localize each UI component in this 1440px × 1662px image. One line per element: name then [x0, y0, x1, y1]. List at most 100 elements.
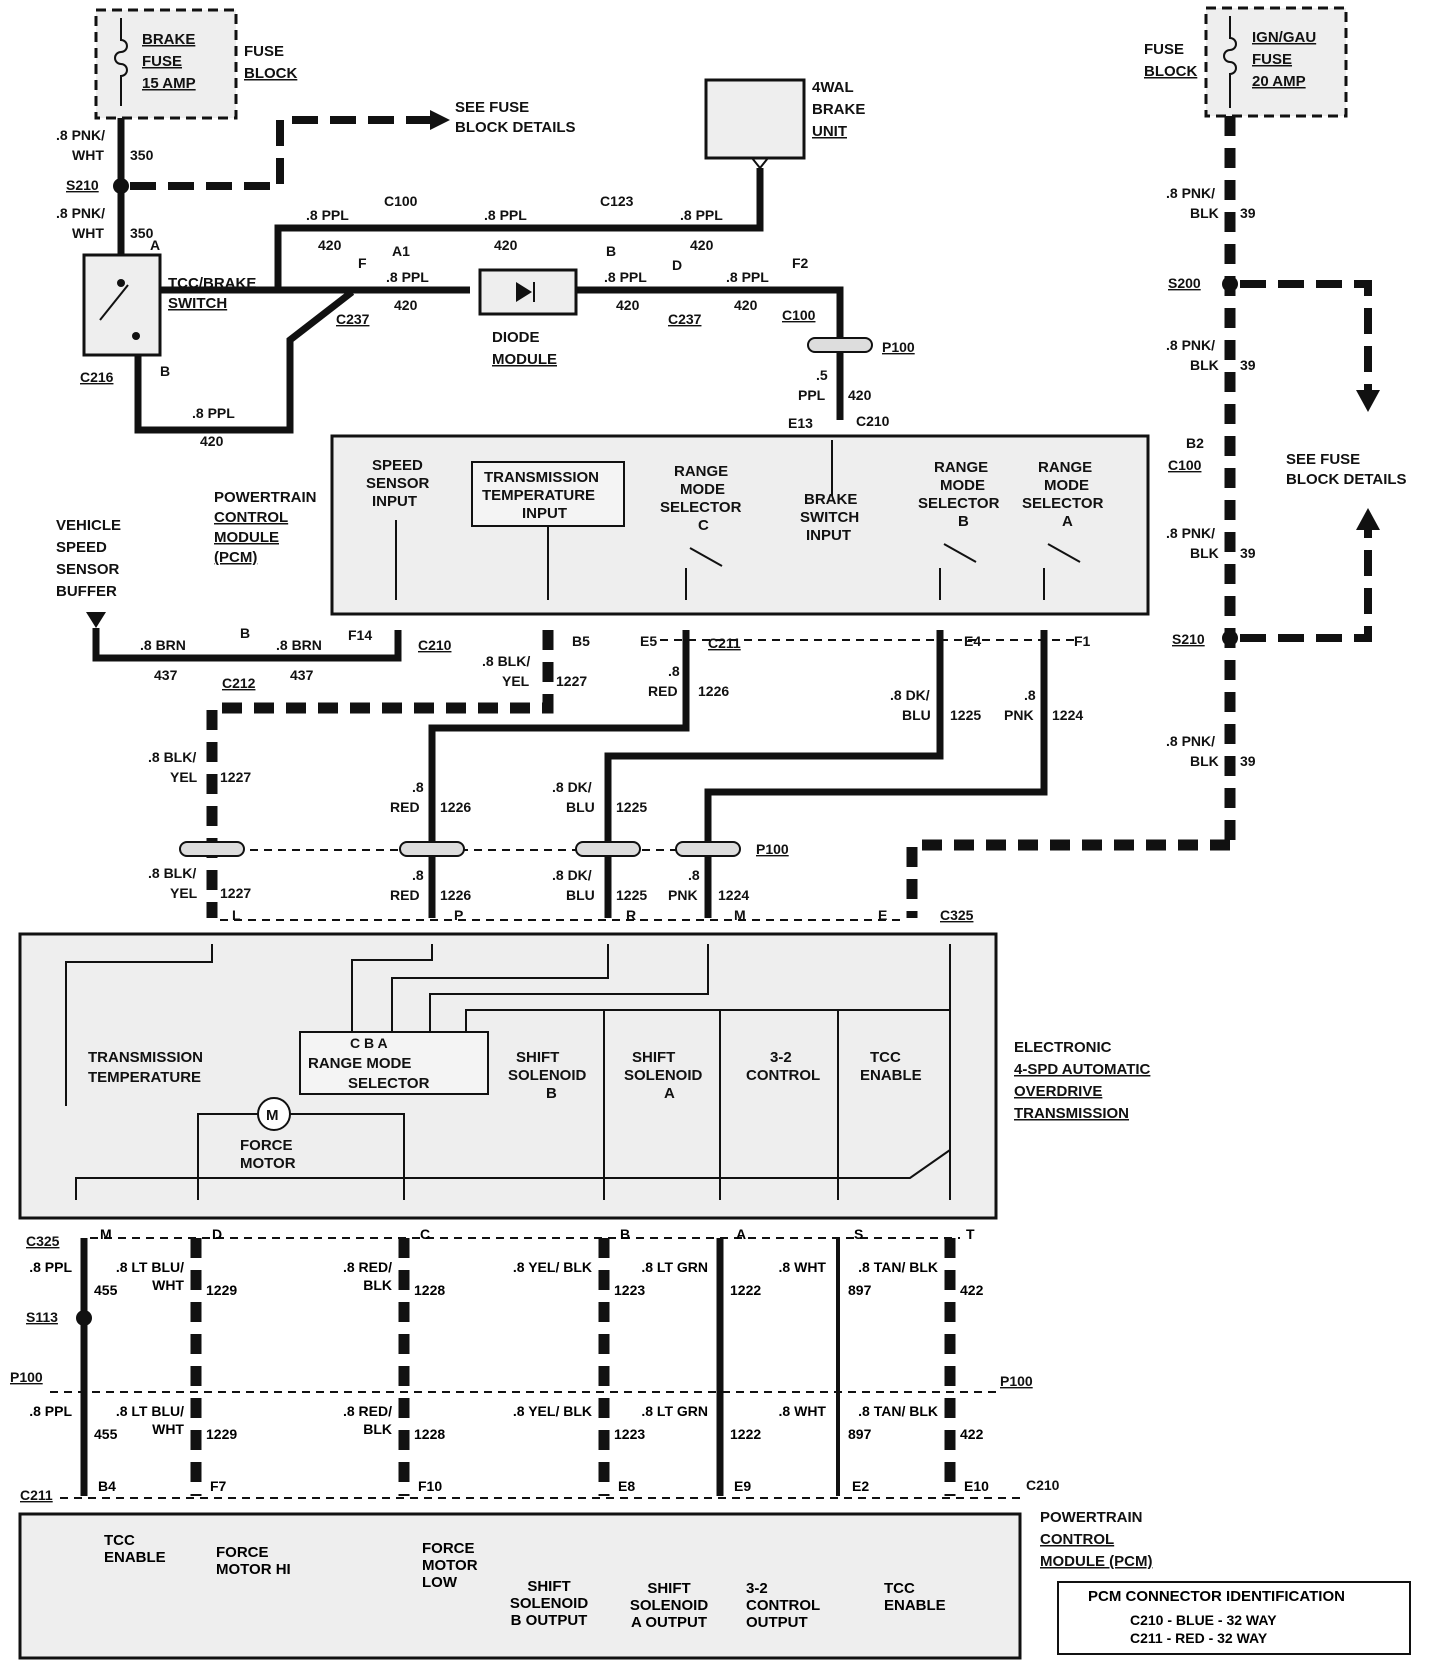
svg-text:MODE: MODE [680, 481, 725, 498]
svg-text:DIODE: DIODE [492, 329, 540, 346]
svg-text:39: 39 [1240, 205, 1256, 221]
svg-text:TCC: TCC [870, 1049, 901, 1066]
svg-text:CONTROL: CONTROL [214, 509, 288, 526]
svg-text:BLOCK: BLOCK [1144, 63, 1197, 80]
svg-text:350: 350 [130, 225, 154, 241]
svg-text:A: A [150, 237, 160, 253]
wire-color-label: .8 WHT [778, 1259, 826, 1275]
svg-text:SENSOR: SENSOR [56, 561, 120, 578]
pcm-out-3-2-control: 3-2 CONTROL OUTPUT [746, 1580, 820, 1631]
svg-text:TRANSMISSION: TRANSMISSION [1014, 1105, 1129, 1122]
svg-text:SELECTOR: SELECTOR [348, 1075, 430, 1092]
svg-text:OVERDRIVE: OVERDRIVE [1014, 1083, 1102, 1100]
svg-text:C210: C210 [1026, 1477, 1060, 1493]
svg-text:MODE: MODE [1044, 477, 1089, 494]
svg-text:B5: B5 [572, 633, 590, 649]
pin-bottom: E8 [618, 1478, 636, 1494]
svg-text:.8 PPL: .8 PPL [680, 207, 723, 223]
svg-text:C237: C237 [336, 311, 370, 327]
svg-text:YEL: YEL [502, 673, 530, 689]
wire-color-label: .8 YEL/ BLK [512, 1403, 592, 1419]
svg-text:TEMPERATURE: TEMPERATURE [482, 487, 595, 504]
wire-circuit-number: 1229 [206, 1426, 238, 1442]
svg-text:20 AMP: 20 AMP [1252, 73, 1306, 90]
svg-text:INPUT: INPUT [806, 527, 851, 544]
svg-text:350: 350 [130, 147, 154, 163]
svg-text:.8: .8 [412, 779, 424, 795]
svg-text:BLU: BLU [902, 707, 931, 723]
svg-text:WHT: WHT [72, 147, 104, 163]
svg-text:.8 PPL: .8 PPL [306, 207, 349, 223]
svg-text:CONTROL: CONTROL [1040, 1531, 1114, 1548]
svg-text:.8 DK/: .8 DK/ [890, 687, 930, 703]
svg-text:SENSOR: SENSOR [366, 475, 430, 492]
pcm-bottom [18, 1512, 1022, 1660]
wire-circuit-number: 1222 [730, 1282, 762, 1298]
svg-text:RED: RED [648, 683, 678, 699]
pin-bottom: F10 [418, 1478, 443, 1494]
svg-text:.8: .8 [412, 867, 424, 883]
svg-text:C325: C325 [26, 1233, 60, 1249]
svg-text:ENABLE: ENABLE [860, 1067, 922, 1084]
svg-text:BLOCK DETAILS: BLOCK DETAILS [1286, 471, 1407, 488]
wire-circuit-number: 1222 [730, 1426, 762, 1442]
svg-text:M: M [266, 1107, 279, 1124]
svg-text:1224: 1224 [718, 887, 749, 903]
svg-text:MODULE (PCM): MODULE (PCM) [1040, 1553, 1153, 1570]
svg-text:F: F [358, 255, 367, 271]
svg-text:SPEED: SPEED [56, 539, 107, 556]
pin-top: D [212, 1226, 223, 1242]
svg-text:TRANSMISSION: TRANSMISSION [484, 469, 599, 486]
svg-text:MODULE: MODULE [214, 529, 279, 546]
svg-text:.8 DK/: .8 DK/ [552, 867, 592, 883]
wire-circuit-number: 422 [960, 1426, 984, 1442]
pin-top: M [100, 1226, 112, 1242]
svg-text:FORCE: FORCE [240, 1137, 293, 1154]
svg-text:RANGE MODE: RANGE MODE [308, 1055, 411, 1072]
pcm-out-tcc-enable-2: TCC ENABLE [884, 1580, 946, 1614]
svg-text:RANGE: RANGE [674, 463, 728, 480]
svg-text:BRAKE: BRAKE [812, 101, 865, 118]
svg-text:1225: 1225 [616, 887, 647, 903]
svg-text:BLU: BLU [566, 799, 595, 815]
svg-text:BRAKE: BRAKE [804, 491, 857, 508]
pin-top: A [736, 1226, 747, 1242]
pin-bottom: E10 [964, 1478, 989, 1494]
pin-bottom: E2 [852, 1478, 870, 1494]
wire-color-label: .8 LT BLU/ WHT [115, 1403, 184, 1437]
svg-text:S210: S210 [1172, 631, 1205, 647]
svg-text:WHT: WHT [72, 225, 104, 241]
svg-text:420: 420 [734, 297, 758, 313]
svg-text:C325: C325 [940, 907, 974, 923]
svg-text:SHIFT: SHIFT [632, 1049, 675, 1066]
pcm-out-force-motor-hi: FORCE MOTOR HI [216, 1544, 291, 1578]
fuse-block-label-left: FUSE [244, 43, 284, 60]
svg-text:C210: C210 [418, 637, 452, 653]
svg-text:C100: C100 [782, 307, 816, 323]
svg-text:FUSE: FUSE [1144, 41, 1184, 58]
wire-color-label: .8 LT GRN [641, 1259, 708, 1275]
svg-text:A: A [664, 1085, 675, 1102]
svg-text:BUFFER: BUFFER [56, 583, 117, 600]
svg-text:B2: B2 [1186, 435, 1204, 451]
svg-text:C211: C211 [708, 635, 741, 651]
splice-s210 [113, 178, 129, 194]
fuse-icon [114, 18, 128, 106]
pin-top: B [620, 1226, 631, 1242]
svg-text:.8 PPL: .8 PPL [386, 269, 429, 285]
svg-text:39: 39 [1240, 545, 1256, 561]
svg-text:BLK: BLK [1190, 205, 1219, 221]
svg-text:YEL: YEL [170, 885, 198, 901]
svg-text:S210: S210 [66, 177, 99, 193]
svg-text:.5: .5 [816, 367, 828, 383]
svg-text:A1: A1 [392, 243, 410, 259]
svg-text:.8: .8 [1024, 687, 1036, 703]
svg-text:P100: P100 [1000, 1373, 1033, 1389]
wire-color-label: .8 RED/ BLK [342, 1403, 392, 1437]
wire-color-label: .8 PPL [29, 1259, 72, 1275]
svg-text:C212: C212 [222, 675, 256, 691]
svg-text:SOLENOID: SOLENOID [508, 1067, 587, 1084]
pcm-out-tcc-enable: TCC ENABLE [104, 1532, 166, 1566]
connector-id-line1: C210 - BLUE - 32 WAY [1130, 1612, 1277, 1628]
